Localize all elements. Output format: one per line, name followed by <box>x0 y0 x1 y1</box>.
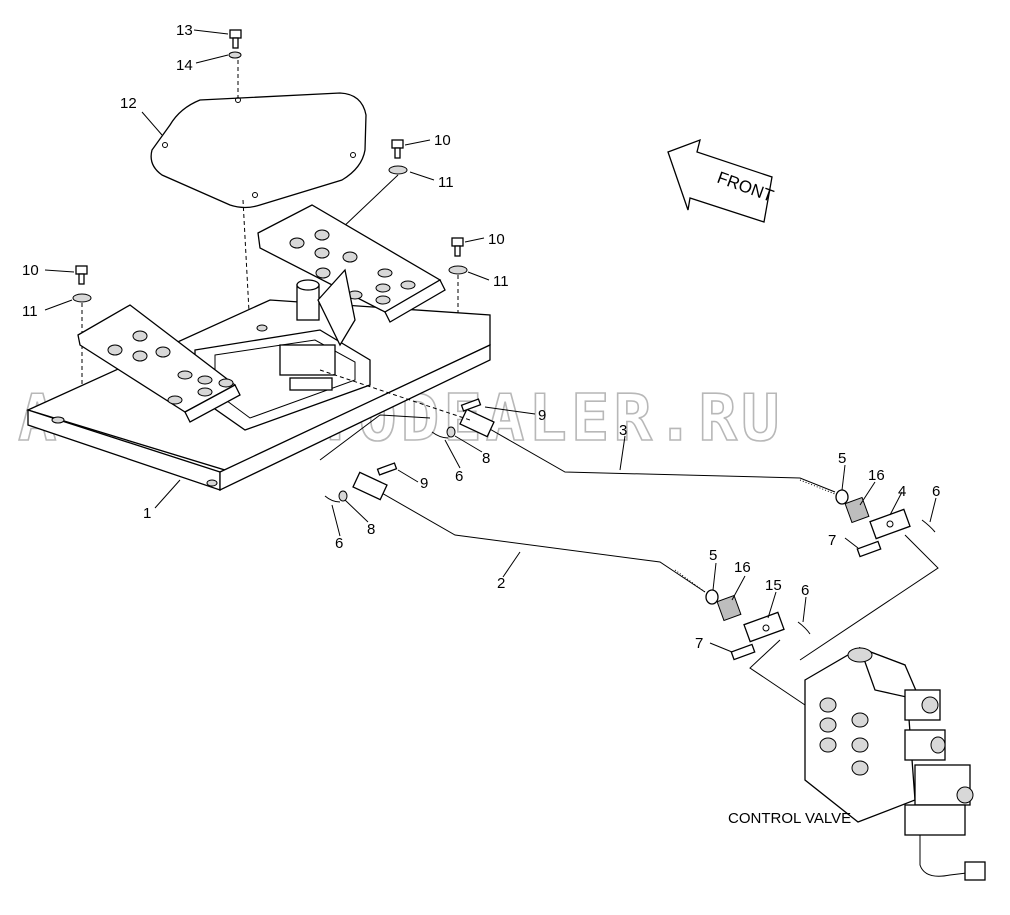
cotter-6-lower <box>324 495 341 503</box>
callout-10-right: 10 <box>488 231 505 248</box>
right-pedal <box>257 204 446 323</box>
left-pedal <box>77 304 241 423</box>
bolt-10-right <box>448 237 468 275</box>
callout-12: 12 <box>120 95 137 112</box>
callout-4: 4 <box>898 483 906 500</box>
callout-5-upper: 5 <box>838 450 846 467</box>
callout-6-lower: 6 <box>335 535 343 552</box>
pin-9-lower <box>376 462 398 476</box>
callout-7-upper: 7 <box>828 532 836 549</box>
pedal-base-frame <box>26 299 491 492</box>
callout-10-top: 10 <box>434 132 451 149</box>
pin-7-upper <box>856 540 882 558</box>
pin-7-lower <box>730 643 756 661</box>
callout-9-upper: 9 <box>538 407 546 424</box>
washer-8-upper <box>446 426 456 438</box>
nut-5-upper <box>835 489 849 505</box>
callout-15: 15 <box>765 577 782 594</box>
guide-line-lower <box>749 639 806 706</box>
nut-5-lower <box>705 589 719 605</box>
bolt-10-top <box>388 139 408 175</box>
callouts: 13 14 12 10 11 10 11 10 11 1 9 3 8 6 9 8… <box>22 22 940 652</box>
callout-2: 2 <box>497 575 505 592</box>
callout-11-right: 11 <box>493 273 509 290</box>
front-arrow: FRONT <box>667 138 776 223</box>
callout-7-lower: 7 <box>695 635 703 652</box>
control-valve-label: CONTROL VALVE <box>728 810 851 827</box>
rod-2 <box>352 471 706 593</box>
callout-3: 3 <box>619 422 627 439</box>
callout-14: 14 <box>176 57 193 74</box>
callout-10-left: 10 <box>22 262 39 279</box>
cotter-6-upper-right <box>921 519 936 533</box>
callout-6-upper-right: 6 <box>932 483 940 500</box>
leader-lines <box>44 29 937 653</box>
callout-11-top: 11 <box>438 174 454 191</box>
bolt-13 <box>228 29 242 59</box>
callout-16-upper: 16 <box>868 467 885 484</box>
guide-line-upper <box>799 534 939 661</box>
control-valve <box>804 646 986 881</box>
callout-8-lower: 8 <box>367 521 375 538</box>
clevis-4 <box>869 508 911 540</box>
cover-plate <box>150 92 367 209</box>
callout-13: 13 <box>176 22 193 39</box>
clevis-15 <box>743 611 785 643</box>
pin-9-upper <box>460 398 482 412</box>
callout-1: 1 <box>143 505 151 522</box>
callout-16-lower: 16 <box>734 559 751 576</box>
rod-3 <box>459 408 836 495</box>
bolt-10-left <box>72 265 92 303</box>
cotter-6-upper <box>431 431 449 439</box>
washer-8-lower <box>338 490 348 502</box>
callout-11-left: 11 <box>22 303 38 320</box>
callout-5-lower: 5 <box>709 547 717 564</box>
pedal-pivot <box>279 268 356 391</box>
cotter-6-lower-right <box>797 621 811 635</box>
callout-6-lower-right: 6 <box>801 582 809 599</box>
spring-16-upper <box>844 496 870 524</box>
callout-6-upper: 6 <box>455 468 463 485</box>
spring-16-lower <box>716 594 742 622</box>
callout-9-lower: 9 <box>420 475 428 492</box>
callout-8-upper: 8 <box>482 450 490 467</box>
